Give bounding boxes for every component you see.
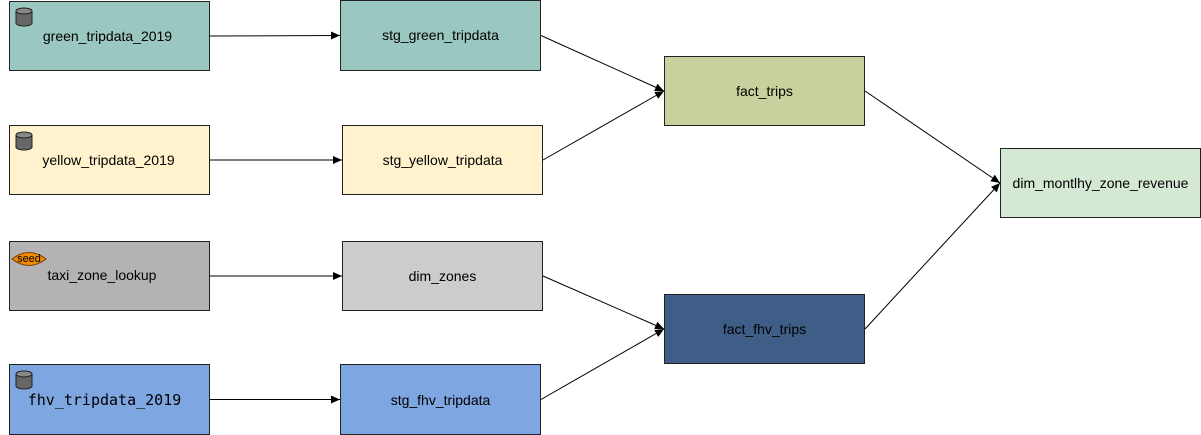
model-node-dim-zones[interactable]: dim_zones [342,241,543,311]
source-node-yellow-tripdata[interactable]: yellow_tripdata_2019 [9,125,210,195]
seed-node-taxi-zone-lookup[interactable]: seed taxi_zone_lookup [9,241,210,311]
model-node-fact-fhv-trips[interactable]: fact_fhv_trips [664,294,865,364]
node-label: fact_fhv_trips [722,321,807,337]
node-label: stg_fhv_tripdata [390,391,491,408]
database-icon [15,370,33,390]
source-node-fhv-tripdata[interactable]: fhv_tripdata_2019 [9,364,210,435]
node-label: green_tripdata_2019 [42,28,173,44]
edge-stg_fhv-to-fact_fhv [540,328,665,400]
edge-stg_green-to-fact_trips [540,35,665,92]
edge-fact_fhv-to-dim_monthly [864,182,1001,330]
edge-green_src-to-stg_green [209,31,341,40]
node-label: taxi_zone_lookup [47,266,157,283]
edge-stg_yellow-to-fact_trips [542,90,665,161]
node-label: stg_yellow_tripdata [382,152,503,168]
node-label: dim_montlhy_zone_revenue [1012,175,1189,191]
edge-fact_trips-to-dim_monthly [864,90,1001,184]
node-label: stg_green_tripdata [382,26,499,43]
edge-dim_zones-to-fact_fhv [542,275,665,330]
database-icon [15,131,33,151]
node-label: fact_trips [736,83,793,99]
node-label: dim_zones [408,268,477,284]
seed-icon: seed [11,249,47,269]
model-node-stg-yellow-tripdata[interactable]: stg_yellow_tripdata [342,125,543,195]
model-node-stg-fhv-tripdata[interactable]: stg_fhv_tripdata [340,364,541,435]
seed-badge-label: seed [17,253,41,265]
model-node-fact-trips[interactable]: fact_trips [664,56,865,126]
node-label: yellow_tripdata_2019 [42,152,175,168]
source-node-green-tripdata[interactable]: green_tripdata_2019 [9,1,210,71]
node-label: fhv_tripdata_2019 [27,390,182,409]
database-icon [15,7,33,27]
model-node-stg-green-tripdata[interactable]: stg_green_tripdata [340,0,541,71]
model-node-dim-monthly-zone-revenue[interactable]: dim_montlhy_zone_revenue [1000,148,1201,218]
